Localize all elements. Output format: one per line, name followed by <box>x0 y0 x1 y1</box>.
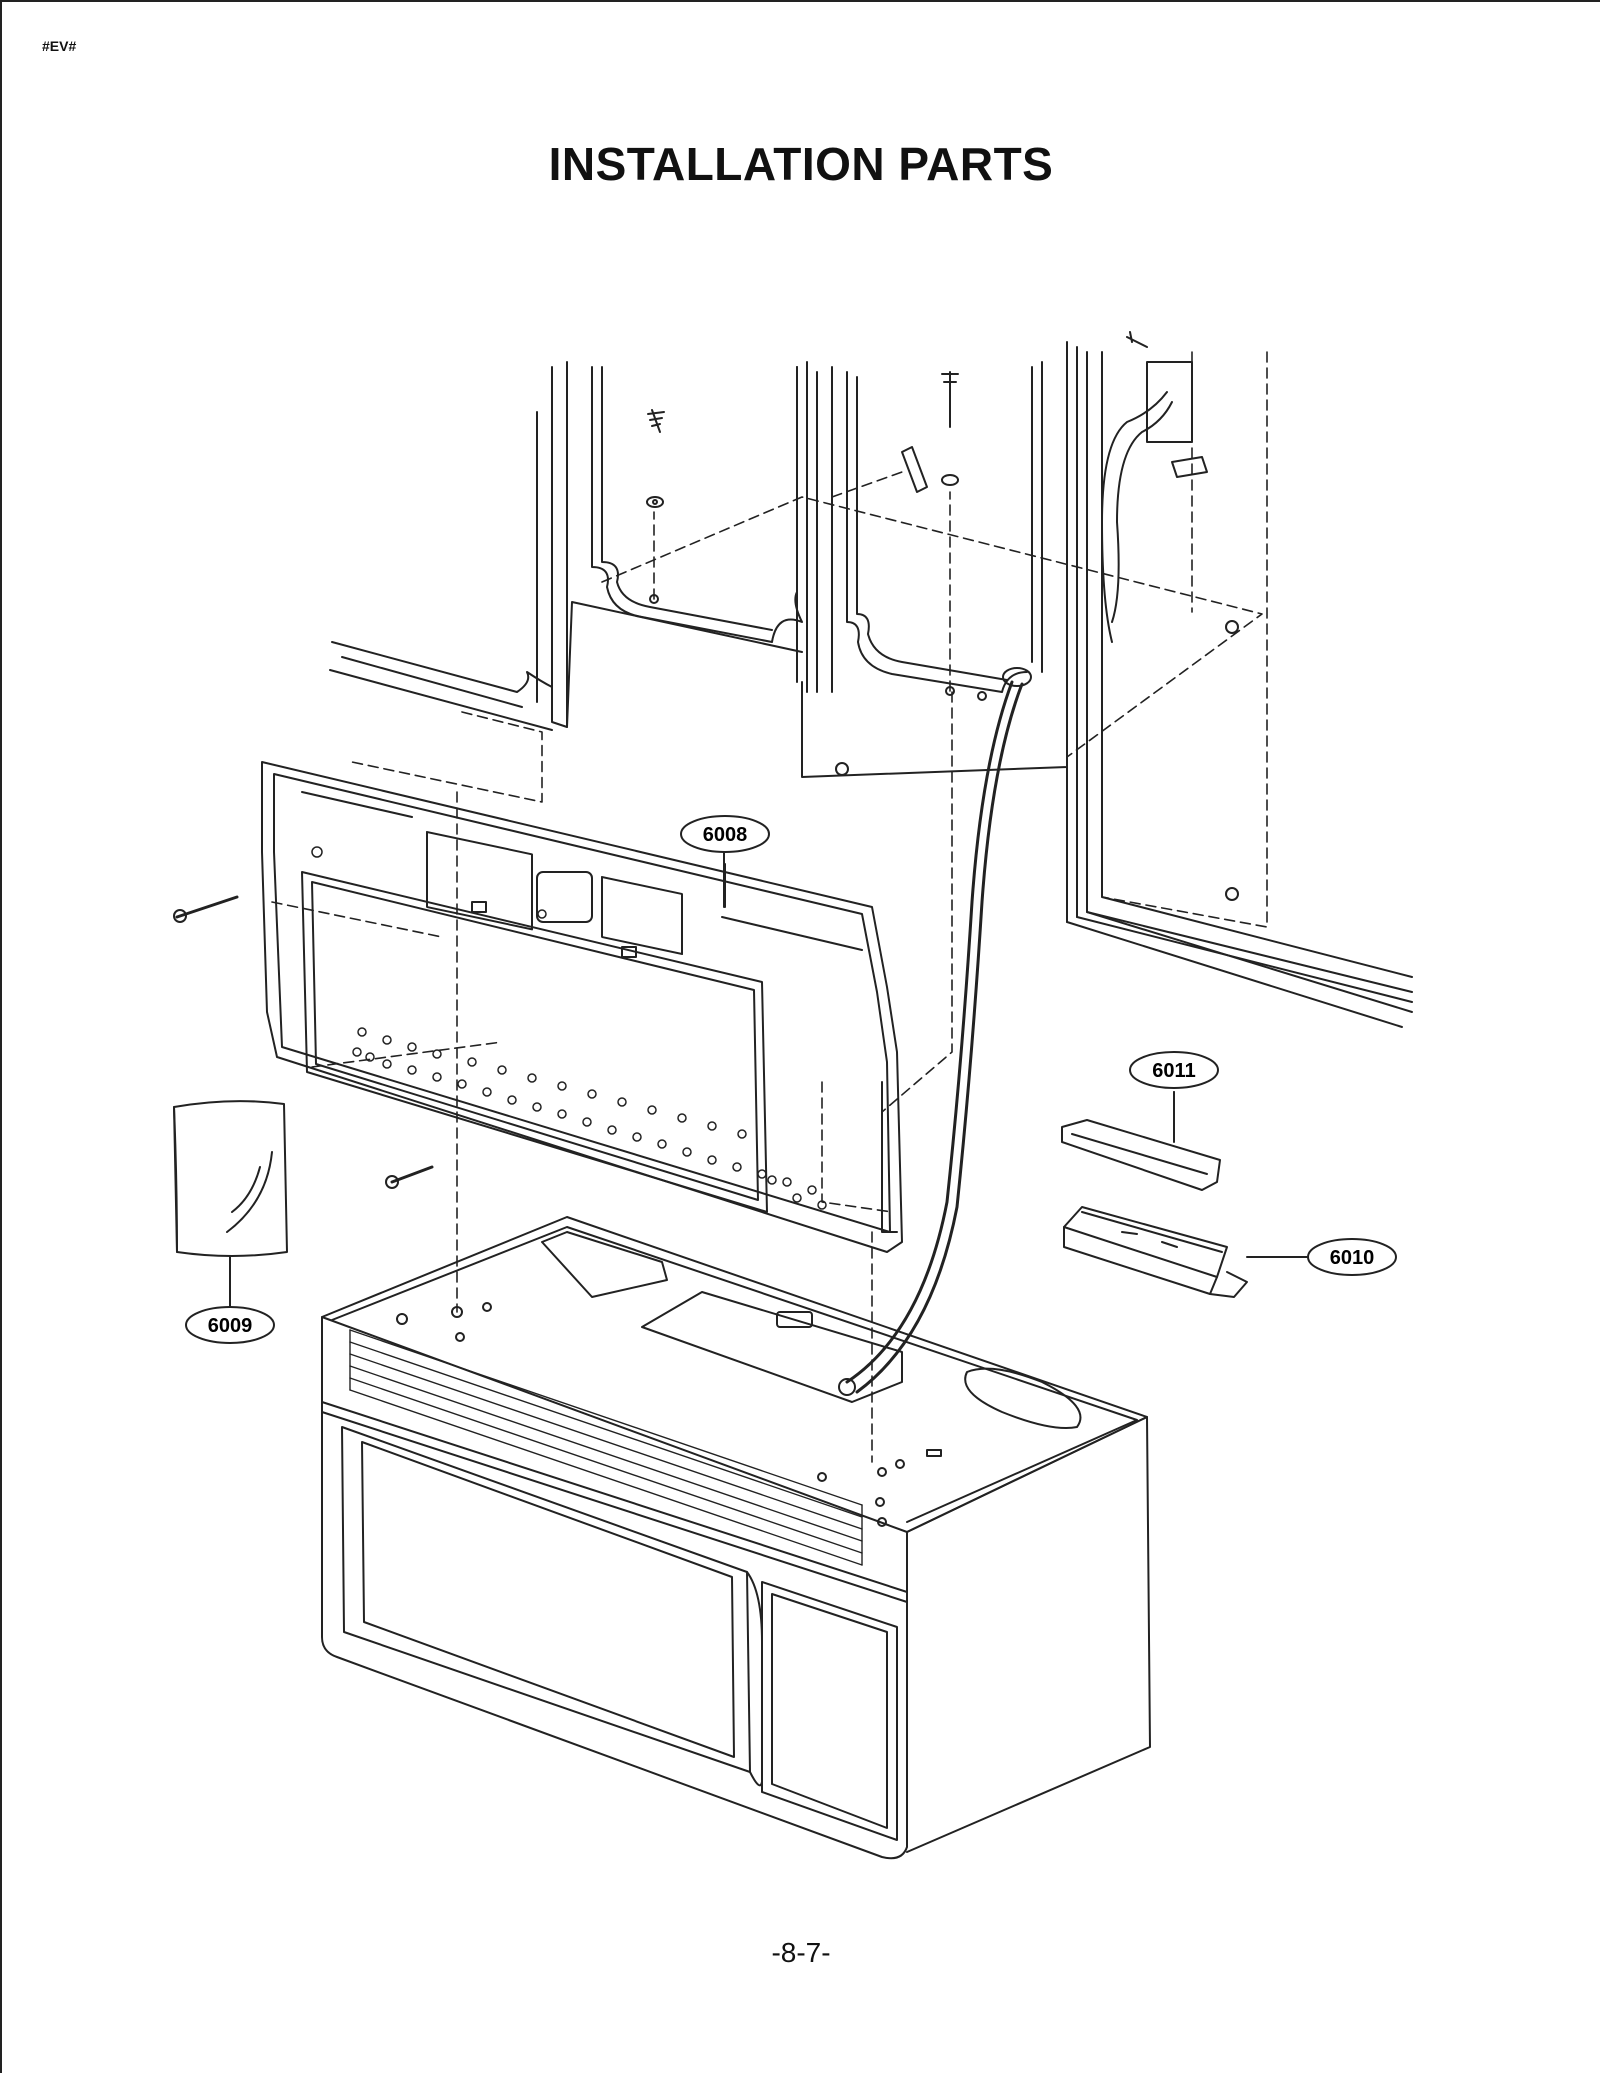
callout-label: 6011 <box>1152 1060 1195 1082</box>
mounting-plate-6008 <box>173 761 903 1253</box>
callout-leaders <box>229 851 1308 1311</box>
callout-6010: 6010 <box>1307 1238 1397 1276</box>
box-6010 <box>1063 1206 1303 1298</box>
callout-label: 6010 <box>1330 1247 1375 1269</box>
mounting-guide-lines <box>271 351 1268 1463</box>
callout-label: 6008 <box>703 824 748 846</box>
page-number: -8-7- <box>771 1937 831 1968</box>
power-cord <box>845 680 1024 1394</box>
callout-6008: 6008 <box>680 815 770 853</box>
microwave-oven <box>321 1216 1151 1860</box>
callout-6009: 6009 <box>185 1306 275 1344</box>
bracket-6011 <box>1061 1091 1221 1191</box>
mounting-screws <box>646 331 1208 687</box>
callout-label: 6009 <box>208 1315 253 1337</box>
page-title: INSTALLATION PARTS <box>548 138 1054 190</box>
wall-cabinet <box>329 341 1413 1028</box>
document-code: #EV# <box>42 38 77 54</box>
callout-6011: 6011 <box>1129 1051 1219 1089</box>
